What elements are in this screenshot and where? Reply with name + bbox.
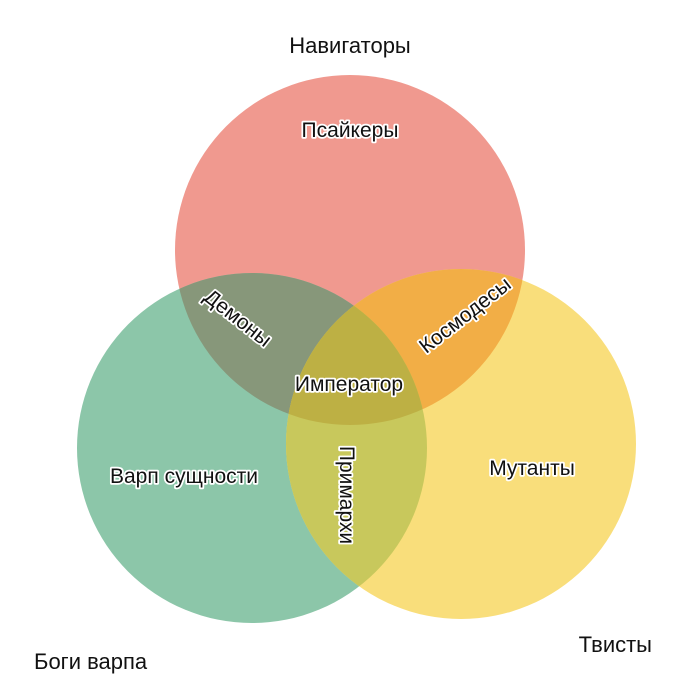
region-primarchs: Примархи [335,446,358,544]
label-warp-gods: Боги варпа [34,649,148,674]
region-warp-entities: Варп сущности [110,465,258,488]
region-mutants: Мутанты [489,457,575,480]
label-twists: Твисты [579,632,652,657]
overlap-all [286,273,427,425]
region-emperor: Император [295,373,403,396]
label-navigators: Навигаторы [289,33,411,58]
region-psykers: Псайкеры [302,119,399,142]
